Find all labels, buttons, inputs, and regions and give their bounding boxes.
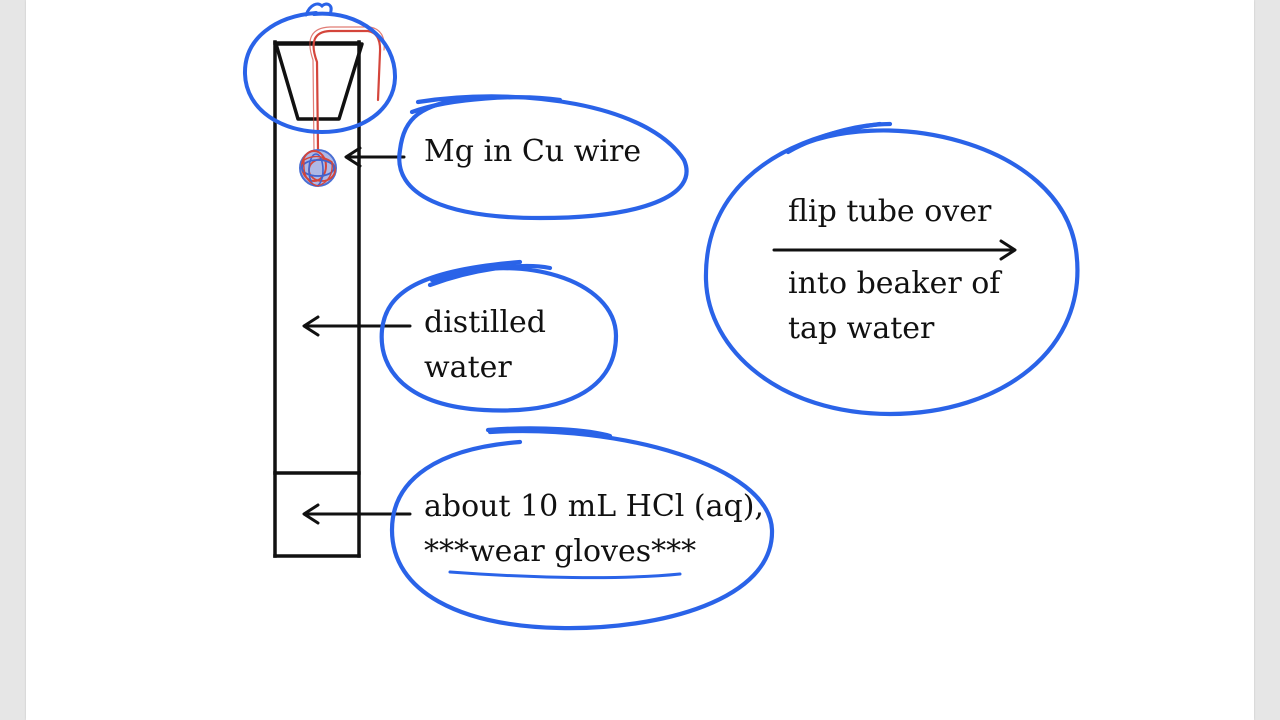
label-flip-line-1: flip tube over [788, 194, 992, 229]
copper-wire [312, 29, 382, 152]
arrow-distilled-water-icon [302, 315, 412, 337]
label-hcl: about 10 mL HCl (aq), ***wear gloves*** [424, 484, 764, 574]
gloves-underline [448, 570, 682, 580]
magnesium-coil-icon [299, 149, 337, 187]
label-mg-wire: Mg in Cu wire [424, 129, 641, 174]
oval-hcl-stroke [485, 426, 613, 439]
label-distilled-line-2: water [424, 350, 512, 385]
slide [26, 0, 1254, 720]
stopper-highlight-circle [242, 11, 398, 135]
label-mg-wire-line: Mg in Cu wire [424, 134, 642, 169]
oval-distilled-water [379, 259, 619, 413]
label-flip-tube: flip tube over [788, 189, 991, 234]
stopper-icon [274, 42, 364, 121]
oval-distilled-water-stroke [427, 263, 553, 288]
label-distilled-line-1: distilled [424, 305, 546, 340]
oval-hcl [389, 429, 775, 631]
label-hcl-line-2: ***wear gloves*** [424, 534, 697, 569]
label-flip-line-3: tap water [788, 311, 935, 346]
oval-flip-tube [703, 121, 1080, 417]
arrow-mg-wire-icon [344, 146, 406, 168]
oval-flip-tube-stroke [785, 121, 893, 155]
label-flip-line-2: into beaker of [788, 266, 1001, 301]
oval-mg-wire-stroke [409, 95, 563, 115]
annotation-ovals [379, 94, 1080, 631]
stopper-highlight-tail [304, 2, 333, 17]
oval-mg-wire [397, 94, 689, 221]
label-hcl-line-1: about 10 mL HCl (aq), [424, 489, 764, 524]
label-beaker: into beaker of tap water [788, 261, 1000, 351]
arrow-flip-icon [772, 239, 1017, 261]
arrows [302, 146, 1017, 525]
label-distilled-water: distilled water [424, 300, 546, 390]
